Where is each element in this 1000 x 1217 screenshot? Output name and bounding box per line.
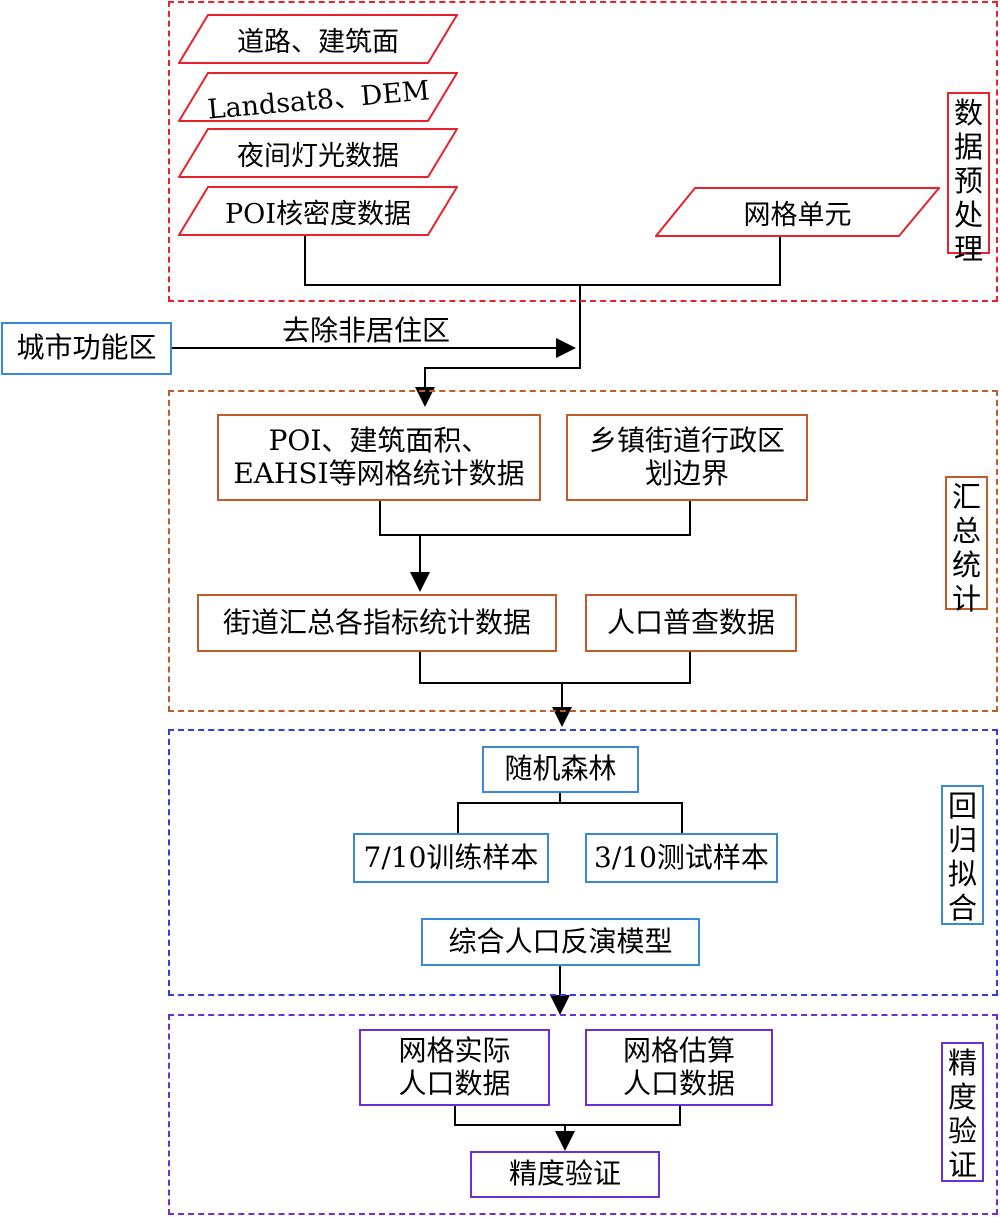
census-box: 人口普查数据 — [585, 594, 797, 652]
input-roads-buildings: 道路、建筑面 — [178, 14, 458, 64]
remove-nonresidential-label: 去除非居住区 — [282, 314, 451, 347]
admin-boundary-box: 乡镇街道行政区 划边界 — [566, 414, 808, 501]
section-validation — [168, 1014, 998, 1215]
section-aggregation-tag: 汇总 统计 — [945, 476, 988, 616]
street-stats-box: 街道汇总各指标统计数据 — [197, 594, 557, 652]
input-poi-density: POI核密度数据 — [178, 186, 458, 236]
urban-function-zone-box: 城市功能区 — [1, 322, 172, 375]
section-preprocessing — [168, 1, 998, 302]
accuracy-validation-box: 精度验证 — [470, 1151, 660, 1198]
test-sample-box: 3/10测试样本 — [585, 833, 778, 883]
estimated-population-box: 网格估算 人口数据 — [585, 1029, 773, 1106]
input-grid-unit: 网格单元 — [655, 187, 940, 237]
training-sample-box: 7/10训练样本 — [353, 833, 549, 883]
section-preprocessing-tag: 数据 预处 理 — [947, 92, 990, 266]
actual-population-box: 网格实际 人口数据 — [359, 1029, 550, 1106]
population-model-box: 综合人口反演模型 — [421, 918, 700, 966]
input-nightlight: 夜间灯光数据 — [178, 128, 458, 178]
section-regression-tag: 回归 拟合 — [941, 785, 984, 925]
section-regression — [168, 729, 998, 996]
section-aggregation — [168, 390, 998, 712]
section-validation-tag: 精度 验证 — [941, 1042, 984, 1182]
grid-stats-box: POI、建筑面积、 EAHSI等网格统计数据 — [217, 414, 541, 501]
random-forest-box: 随机森林 — [482, 746, 639, 793]
input-landsat-dem: Landsat8、DEM — [178, 72, 458, 125]
